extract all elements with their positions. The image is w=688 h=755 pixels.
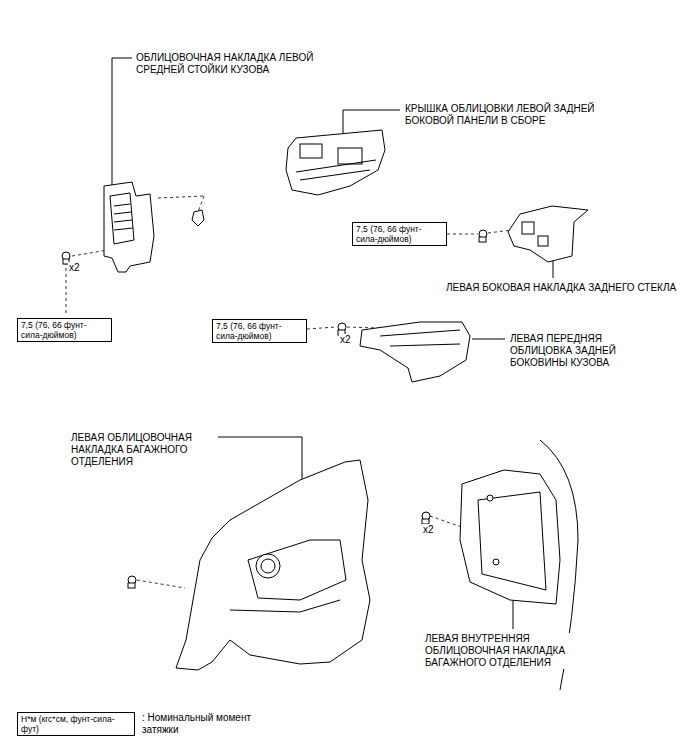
illustration-line [360,322,470,382]
illustration-line [493,559,499,565]
part-name: КРЫШКА ОБЛИЦОВКИ ЛЕВОЙ ЗАДНЕЙ БОКОВОЙ ПА… [404,103,621,127]
illustration-line [307,327,336,329]
illustration-line [110,193,134,244]
torque-value: 7,5 (76, 66 фунт-сила-дюймов) [356,224,443,244]
illustration-line [390,344,460,346]
illustration-line [112,58,132,186]
illustration-line [128,583,135,588]
illustration-line [447,234,478,235]
part-name: ЛЕВАЯ ПЕРЕДНЯЯ ОБЛИЦОВКА ЗАДНЕЙ БОКОВИНЫ… [509,333,643,369]
illustration-line [176,460,370,670]
illustration-line [300,170,370,180]
illustration-line [248,540,346,600]
illustration-line [72,250,108,256]
illustration-line [261,559,275,573]
illustration-line [62,130,588,690]
illustration-line [460,470,560,604]
illustration-line [158,196,204,198]
quantity-mark: x2 [422,524,435,536]
illustration-line [487,495,493,501]
part-name: ЛЕВАЯ БОКОВАЯ НАКЛАДКА ЗАДНЕГО СТЕКЛА [445,282,677,294]
quantity-mark: x2 [339,334,352,346]
torque-box: 7,5 (76, 66 фунт-сила-дюймов) [212,319,307,343]
illustration-line [114,212,131,214]
torque-box: 7,5 (76, 66 фунт-сила-дюймов) [352,222,447,246]
part-name: ЛЕВАЯ ОБЛИЦОВОЧНАЯ НАКЛАДКА БАГАЖНОГО ОТ… [70,432,214,468]
illustration-line [66,262,67,316]
legend-text: : Номинальный момент затяжки [141,712,283,736]
illustration-line [508,206,588,262]
illustration-line [218,437,302,483]
illustration-line [522,222,534,234]
illustration-line [230,600,340,612]
legend-sample-box: Н*м (кгс*см, фунт-сила-фут) [17,712,135,736]
part-name: ОБЛИЦОВОЧНАЯ НАКЛАДКА ЛЕВОЙ СРЕДНЕЙ СТОЙ… [135,52,329,76]
part-name: ЛЕВАЯ ВНУТРЕННЯЯ ОБЛИЦОВОЧНАЯ НАКЛАДКА Б… [424,633,588,669]
illustration-line [296,160,376,172]
illustration-line [479,237,486,242]
illustration-line [104,182,154,272]
illustration-line [538,236,548,246]
torque-unit-text: Н*м (кгс*см, фунт-сила-фут) [21,714,131,734]
illustration-line [192,210,204,226]
illustration-line [114,228,133,230]
illustration-line [380,330,460,336]
illustration-line [198,196,204,212]
illustration-line [478,492,546,590]
illustration-line [114,204,130,206]
illustration-line [256,554,280,578]
illustration-line [137,580,185,588]
torque-value: 7,5 (76, 66 фунт-сила-дюймов) [216,321,303,341]
illustration-line [286,130,385,195]
illustration-line [347,327,378,328]
quantity-mark: x2 [68,262,81,274]
torque-box: 7,5 (76, 66 фунт-сила-дюймов) [17,318,112,342]
torque-value: 7,5 (76, 66 фунт-сила-дюймов) [21,320,108,340]
illustration-line [114,220,132,222]
illustration-line [338,148,362,164]
illustration-line [300,144,322,158]
illustration-line [472,339,505,340]
